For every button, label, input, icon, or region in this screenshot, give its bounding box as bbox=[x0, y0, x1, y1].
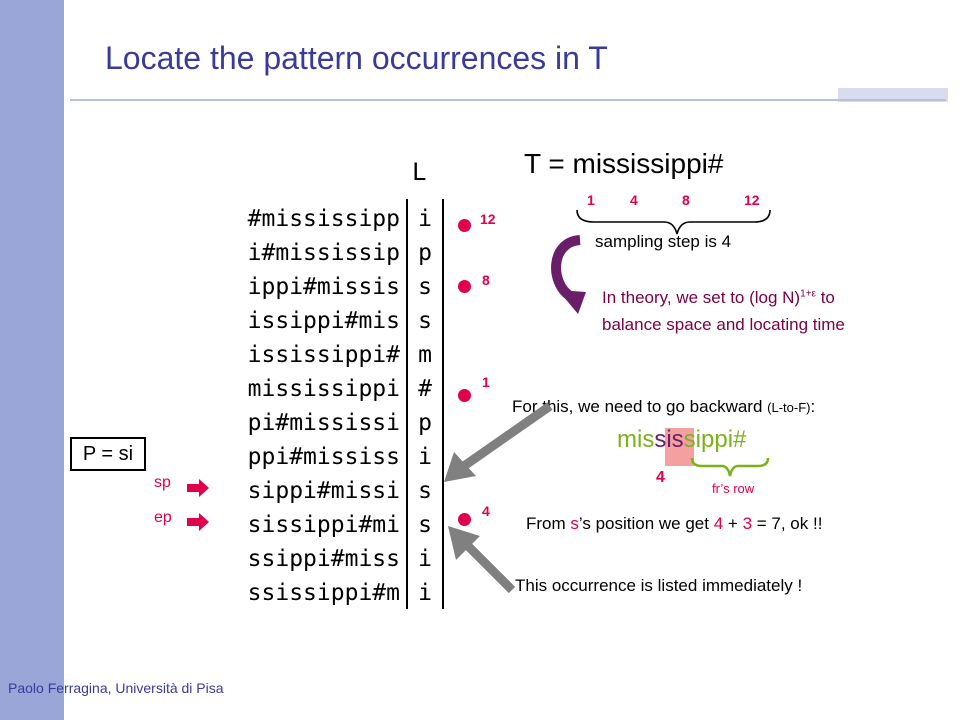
text-position-label: 4 bbox=[630, 192, 638, 208]
l-cell: s bbox=[418, 512, 432, 538]
sp-arrow-icon bbox=[187, 479, 209, 497]
text-position-label: 1 bbox=[587, 192, 595, 208]
matrix-row-prefix: #mississipp bbox=[247, 206, 400, 232]
backward-note-direction: (L-to-F) bbox=[767, 400, 811, 415]
slide-footer: Paolo Ferragina, Università di Pisa bbox=[8, 680, 224, 696]
matrix-row-prefix: ssissippi#m bbox=[247, 580, 400, 606]
text-position-label: 8 bbox=[682, 192, 690, 208]
sample-marker-dot bbox=[458, 513, 471, 526]
text-part-sis: sis bbox=[654, 426, 684, 453]
sample-position-label: 4 bbox=[482, 503, 490, 519]
sample-position-label: 8 bbox=[482, 272, 490, 288]
l-cell: s bbox=[418, 274, 432, 300]
ep-arrow-icon bbox=[187, 513, 209, 531]
sampling-step-note: sampling step is 4 bbox=[595, 232, 732, 251]
highlight-box bbox=[665, 428, 694, 466]
s-position-note: From s’s position we get 4 + 3 = 7, ok !… bbox=[526, 514, 822, 534]
l-cell: m bbox=[418, 342, 432, 368]
sampling-brace-icon bbox=[576, 209, 771, 235]
text-part-sippi: sippi# bbox=[683, 426, 747, 453]
backward-note-text: For this, we need to go backward bbox=[512, 397, 768, 416]
sample-marker-dot bbox=[458, 219, 471, 232]
matrix-row-prefix: ippi#missis bbox=[247, 274, 400, 300]
matrix-row-prefix: sippi#missi bbox=[247, 478, 400, 504]
matrix-row-prefix: sissippi#mi bbox=[247, 512, 400, 538]
curved-arrow-icon bbox=[551, 235, 586, 314]
matrix-row-prefix: issippi#mis bbox=[247, 308, 400, 334]
arrow-to-row-icon bbox=[444, 402, 553, 482]
l-cell: i bbox=[418, 580, 432, 606]
slide-left-bar bbox=[0, 0, 64, 720]
ep-label: ep bbox=[154, 509, 172, 526]
l-column-box bbox=[406, 199, 444, 609]
sp-label: sp bbox=[154, 474, 171, 491]
matrix-row-prefix: ssippi#miss bbox=[247, 546, 400, 572]
backward-note: For this, we need to go backward (L-to-F… bbox=[512, 397, 815, 417]
backward-note-colon: : bbox=[810, 397, 816, 416]
sample-marker-dot bbox=[458, 280, 471, 293]
fr-row-label: fr’s row bbox=[712, 481, 755, 496]
text-string: T = mississippi# bbox=[524, 148, 724, 179]
l-cell: # bbox=[418, 376, 432, 402]
theory-note-text: to bbox=[815, 288, 835, 307]
matrix-row-prefix: i#mississip bbox=[247, 240, 400, 266]
matrix-row-prefix: mississippi bbox=[247, 376, 400, 402]
text-position-label: 12 bbox=[744, 192, 760, 208]
theory-note-line2: balance space and locating time bbox=[602, 315, 845, 334]
l-column-header: L bbox=[412, 158, 427, 186]
s-note-text: ’s position we get bbox=[578, 514, 714, 533]
s-note-number: 4 bbox=[713, 514, 724, 533]
matrix-row-prefix: pi#mississi bbox=[247, 410, 400, 436]
theory-note-text: In theory, we set to (log N) bbox=[602, 288, 801, 307]
matrix-row-prefix: ppi#mississ bbox=[247, 444, 400, 470]
occurrence-position: 4 bbox=[656, 469, 665, 486]
fr-row-brace-icon bbox=[690, 457, 770, 477]
arrow-to-listed-row-icon bbox=[448, 526, 516, 594]
highlighted-text: mississippi# bbox=[617, 426, 746, 454]
s-note-number: 3 bbox=[742, 514, 753, 533]
pattern-box: P = si bbox=[70, 437, 146, 471]
title-rule bbox=[70, 99, 946, 101]
s-note-text: = 7, ok !! bbox=[752, 514, 823, 533]
title-rule-accent bbox=[838, 88, 948, 102]
theory-exponent: 1+ε bbox=[800, 288, 816, 300]
l-cell: s bbox=[418, 308, 432, 334]
text-part-mis: mis bbox=[617, 426, 655, 453]
s-note-text: From bbox=[526, 514, 571, 533]
l-cell: p bbox=[418, 240, 432, 266]
s-note-text: + bbox=[723, 514, 743, 533]
immediate-note: This occurrence is listed immediately ! bbox=[515, 576, 803, 595]
slide-title: Locate the pattern occurrences in T bbox=[105, 40, 608, 76]
l-cell: i bbox=[418, 444, 432, 470]
sample-position-label: 12 bbox=[480, 211, 496, 227]
l-cell: s bbox=[418, 478, 432, 504]
l-cell: p bbox=[418, 410, 432, 436]
sample-marker-dot bbox=[458, 389, 471, 402]
l-cell: i bbox=[418, 546, 432, 572]
theory-note-line1: In theory, we set to (log N)1+ε to bbox=[602, 288, 835, 308]
l-cell: i bbox=[418, 206, 432, 232]
sample-position-label: 1 bbox=[482, 374, 490, 390]
matrix-row-prefix: ississippi# bbox=[247, 342, 400, 368]
s-note-symbol: s bbox=[570, 514, 579, 533]
